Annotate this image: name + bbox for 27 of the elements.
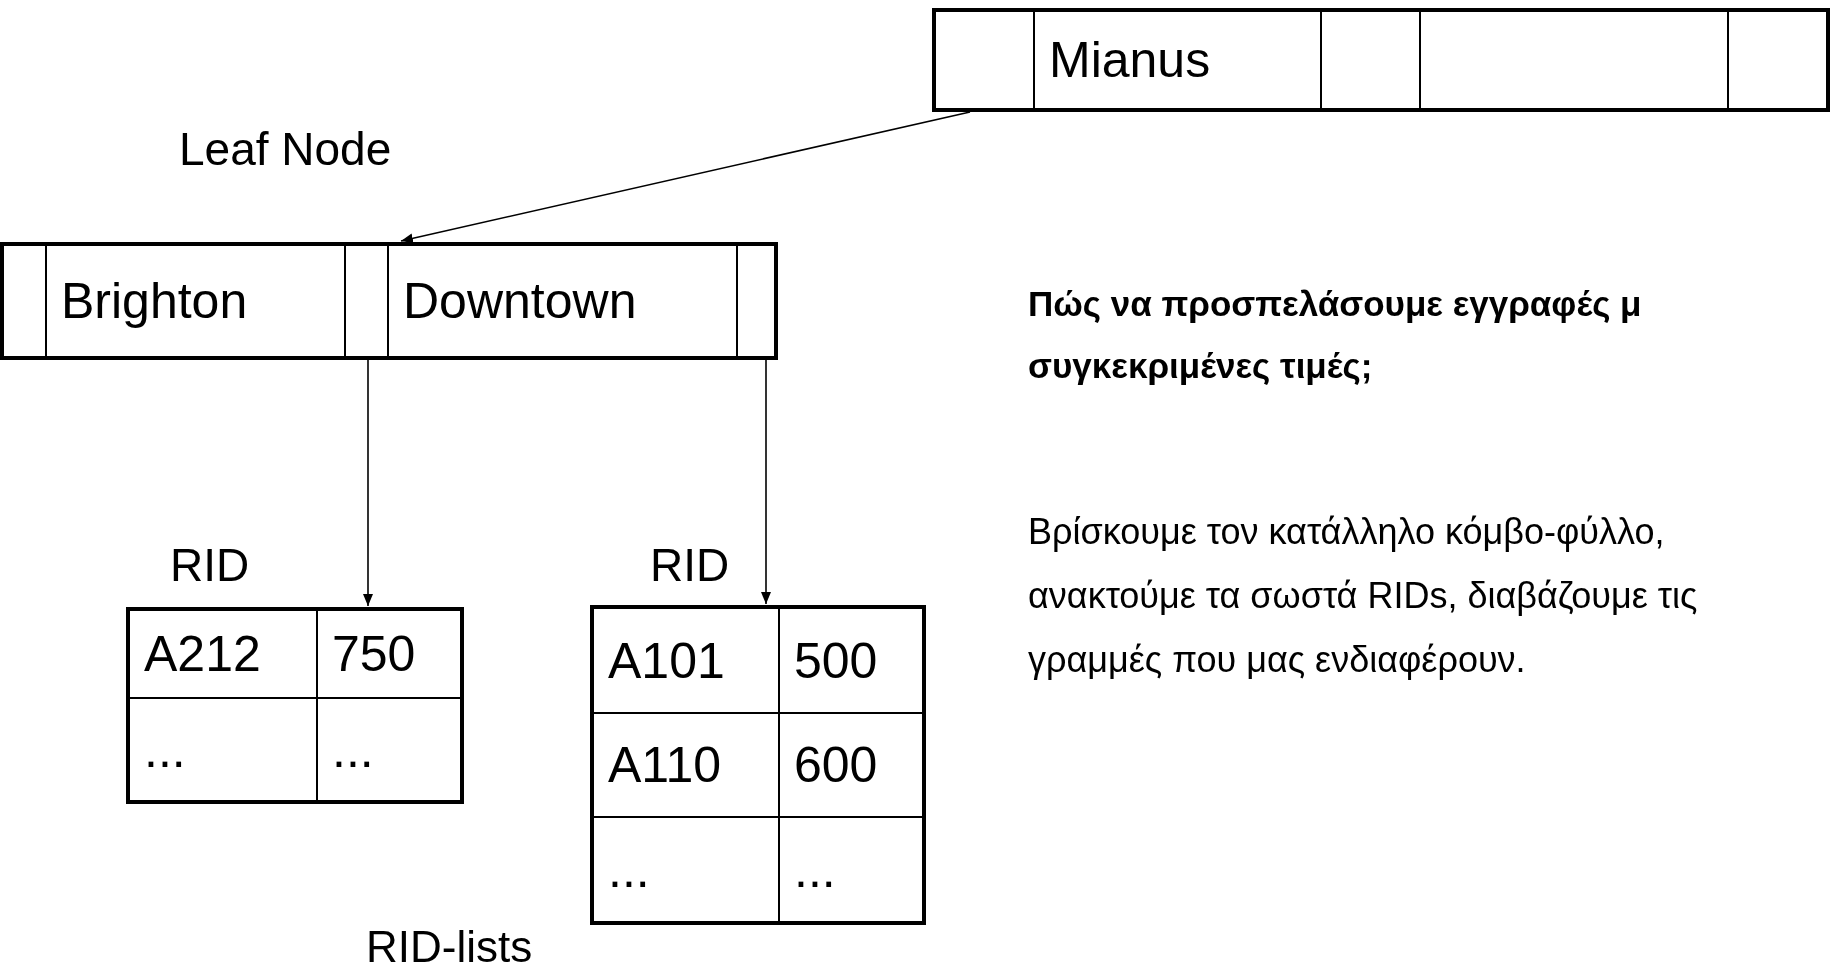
key-text: Downtown bbox=[403, 272, 637, 330]
caption-text: RID-lists bbox=[366, 922, 533, 972]
cell-text: A110 bbox=[608, 736, 722, 794]
pointer-arrow bbox=[761, 359, 771, 605]
cell-text: A101 bbox=[608, 631, 725, 690]
pointer-arrow bbox=[363, 359, 373, 607]
node-caption: RID bbox=[170, 538, 250, 592]
key-text: Mianus bbox=[1049, 31, 1211, 89]
cell-text: 750 bbox=[332, 625, 416, 683]
cell-text: 500 bbox=[794, 631, 878, 690]
cell-text: ... bbox=[332, 720, 374, 779]
cell-text: ... bbox=[794, 840, 836, 899]
rid-list-table bbox=[590, 605, 926, 925]
node-caption: RID bbox=[650, 538, 730, 592]
question-text: συγκεκριμένες τιμές; bbox=[1028, 346, 1373, 386]
leaf-node bbox=[0, 242, 778, 360]
pointer-arrow bbox=[400, 111, 971, 244]
cell-text: ... bbox=[144, 720, 186, 779]
cell-text: 600 bbox=[794, 736, 878, 794]
question-text: Πώς να προσπελάσουμε εγγραφές μ bbox=[1028, 284, 1642, 324]
rid-list-table bbox=[126, 607, 464, 804]
cell-text: A212 bbox=[144, 625, 261, 683]
index-node bbox=[932, 8, 1830, 112]
cell-text: ... bbox=[608, 840, 650, 899]
key-text: Brighton bbox=[61, 272, 248, 330]
node-caption: Leaf Node bbox=[179, 122, 392, 176]
answer-text: Βρίσκουμε τον κατάλληλο κόμβο-φύλλο, ανακτούμε τα σωστά RIDs, διαβάζουμε τις γραμμές που μας ενδιαφέρουν. bbox=[1028, 510, 1699, 682]
